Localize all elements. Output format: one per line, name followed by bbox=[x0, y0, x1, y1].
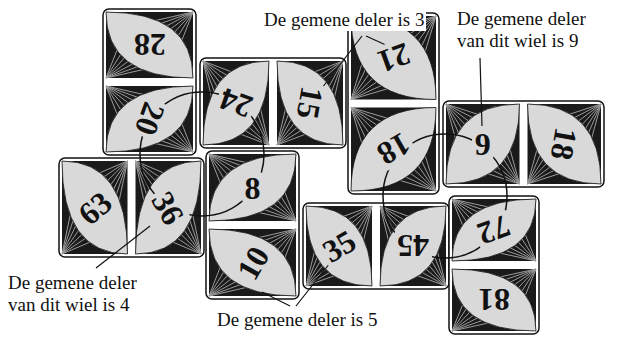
card-frame bbox=[103, 9, 196, 155]
lens-shape bbox=[106, 12, 193, 78]
card-number: 8 bbox=[242, 172, 264, 204]
lens-shape bbox=[452, 199, 536, 261]
domino-card: 6336 bbox=[58, 157, 205, 258]
card-half bbox=[106, 12, 193, 78]
callout-note: De gemene deler is 3 bbox=[262, 9, 426, 31]
card-frame bbox=[303, 203, 449, 289]
card-outline bbox=[442, 100, 605, 188]
domino-card: 2415 bbox=[199, 57, 347, 149]
card-frame bbox=[449, 196, 539, 334]
leader-line bbox=[262, 292, 290, 306]
callout-note: De gemene deler van dit wiel is 4 bbox=[6, 272, 160, 316]
wheel-circle bbox=[383, 134, 507, 258]
lens-shape bbox=[380, 206, 446, 286]
domino-card: 810 bbox=[205, 150, 300, 300]
lens-shape bbox=[209, 154, 296, 221]
callout-note: De gemene deler van dit wiel is 9 bbox=[455, 8, 609, 52]
card-frame bbox=[206, 151, 299, 299]
domino-card: 2820 bbox=[102, 8, 197, 156]
domino-card: 7281 bbox=[448, 195, 540, 335]
card-half bbox=[528, 104, 602, 184]
domino-card: 9 18 bbox=[442, 100, 605, 188]
card-number: 28 bbox=[131, 29, 169, 61]
lens-shape bbox=[203, 61, 269, 145]
card-number: 15 bbox=[291, 82, 329, 125]
card-number: 18 bbox=[545, 123, 583, 166]
leader-line bbox=[366, 36, 388, 46]
card-half bbox=[136, 161, 202, 254]
domino-card: 3545 bbox=[302, 202, 450, 290]
lens-shape bbox=[306, 206, 372, 286]
leader-line bbox=[322, 36, 362, 88]
card-frame bbox=[348, 13, 439, 194]
card-number: 45 bbox=[394, 230, 432, 262]
callout-note: De gemene deler is 5 bbox=[215, 309, 379, 331]
lens-shape bbox=[446, 104, 520, 184]
domino-card: 2118 bbox=[347, 12, 440, 195]
lens-shape bbox=[209, 229, 296, 296]
lens-shape bbox=[452, 269, 536, 331]
leader-line bbox=[480, 58, 482, 126]
card-frame bbox=[200, 58, 346, 148]
card-half bbox=[351, 108, 436, 192]
leader-line bbox=[296, 263, 330, 306]
card-number: 9 bbox=[472, 128, 494, 160]
card-frame bbox=[59, 158, 204, 257]
lens-shape bbox=[528, 104, 602, 184]
card-half bbox=[203, 61, 269, 145]
wheel-circle bbox=[140, 92, 264, 216]
leader-line bbox=[96, 226, 150, 268]
card-half bbox=[452, 199, 536, 261]
lens-shape bbox=[351, 108, 436, 192]
lens-shape bbox=[62, 161, 128, 254]
card-half bbox=[209, 229, 296, 296]
card-half bbox=[306, 206, 372, 286]
card-half bbox=[452, 269, 536, 331]
card-half bbox=[446, 104, 520, 184]
card-half bbox=[62, 161, 128, 254]
card-frame bbox=[443, 101, 604, 187]
card-half bbox=[209, 154, 296, 221]
card-half bbox=[380, 206, 446, 286]
card-number: 81 bbox=[475, 284, 513, 316]
lens-shape bbox=[136, 161, 202, 254]
